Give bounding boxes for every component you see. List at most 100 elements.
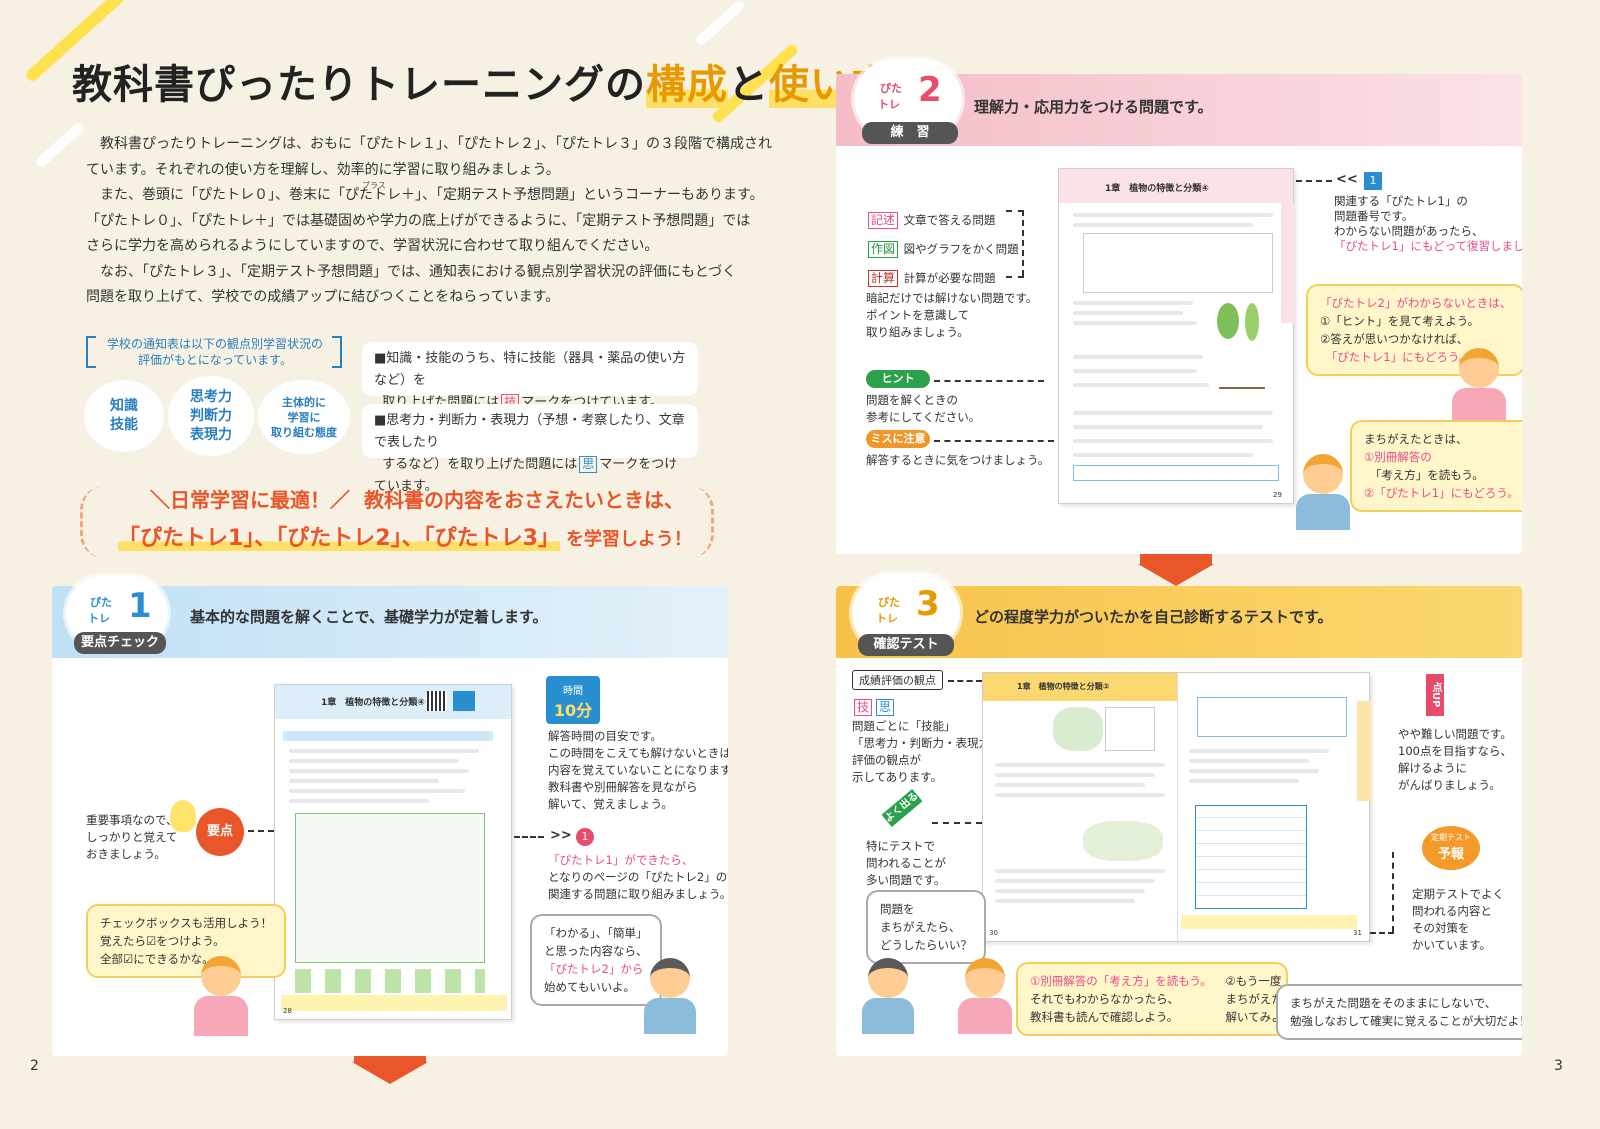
time-box: 時間 10分 [546,676,600,724]
badge-number: 2 [918,70,942,110]
down-arrow-bar [1140,554,1212,564]
panel-header-text: どの程度学力がついたかを自己診断するテストです。 [974,608,1333,626]
key-points-strip [281,995,507,1011]
student-girl-icon [958,958,1012,1034]
point-up-description: やや難しい問題です。100点を目指すなら、解けるようにがんばりましょう。 [1398,727,1512,792]
question-bubble: 問題をまちがえたら、どうしたらいい？ [866,890,986,964]
advice-bubble: まちがえた問題をそのままにしないで、勉強しなおして確実に覚えることが大切だよ！ [1276,984,1522,1040]
page-number-right: 3 [1554,1058,1563,1074]
memo-description: 暗記だけでは解けない問題です。ポイントを意識して取り組みましょう。 [866,291,1038,339]
leaf-illustration [1245,303,1259,341]
skill-tag: 技 [854,699,873,716]
banner-line1: ＼日常学習に最適！／教科書の内容をおさえたいときは、 [150,488,684,512]
eval-label: 成績評価の観点 [852,670,943,690]
panel-header-text: 理解力・応用力をつける問題です。 [974,98,1213,116]
problem-type-list: 記述 文章で答える問題 作図 図やグラフをかく問題 計算 計算が必要な問題 [866,206,1019,293]
miss-label: ミスに注意 [866,430,930,448]
student-boy-icon [862,958,914,1034]
link-description: 「ぴたトレ1」ができたら、となりのページの「ぴたトレ2」の関連する問題に取り組み… [548,853,728,901]
time-label: 時間 [563,686,583,697]
prediction-strip [1181,915,1357,929]
key-description: 重要事項なので、しっかりと覚えておきましょう。 [86,813,178,861]
sample-side-tab [1281,203,1295,323]
start-tip: 「わかる」、「簡単」と思った内容なら、「ぴたトレ2」から始めてもいいよ。 [530,914,662,1006]
leaf-illustration [1217,303,1239,339]
miss-description: 解答するときに気をつけましょう。 [866,453,1050,467]
teacher-icon [1452,348,1506,424]
hint-description: 問題を解くときの参考にしてください。 [866,393,981,424]
badge-number: 1 [128,586,152,626]
eval-description: 問題ごとに「技能」「思考力・判断力・表現力」の評価の観点が示してあります。 [852,719,1013,784]
frequent-description: 特にテストで問われることが多い問題です。 [866,839,946,887]
hint-label: ヒント [866,370,930,388]
prediction-badge-label: 予報 [1437,847,1464,862]
link-arrow: >> [550,828,572,843]
ref-description: 関連する「ぴたトレ1」の問題番号です。わからない問題があったら、「ぴたトレ1」に… [1334,194,1522,253]
eval-tags: 技思 [852,696,896,716]
thinking-tag: 思 [579,456,598,473]
thinking-mark-note: ■思考力・判断力・表現力（予想・考察したり、文章で表したり するなど）を取り上げ… [362,404,698,494]
badge-subtitle: 確認テスト [858,634,954,656]
badge-subtitle: 練 習 [862,122,958,144]
prediction-badge-top: 定期テスト [1431,833,1471,842]
bracket-left [86,336,96,368]
sample-page-number: 28 [283,1007,292,1015]
sample-spread: 1章 植物の特徴と分類② 30 31 [982,672,1371,943]
link-number: 1 [576,828,594,846]
plant-illustration [1053,707,1103,751]
white-stripe-decoration [694,0,746,47]
page-number-left: 2 [30,1058,39,1074]
student-boy-icon [1296,454,1350,530]
root-illustration [1105,707,1155,751]
plant-illustrations [295,969,485,993]
pitatore1-panel: 基本的な問題を解くことで、基礎学力が定着します。 1章 植物の特徴と分類④ 28… [52,586,728,1056]
sample-page-number: 30 [989,929,998,937]
ref-arrow: << [1336,172,1358,187]
student-boy-icon [644,958,696,1034]
spread-divider [1177,673,1178,943]
circle-knowledge-skill: 知識技能 [84,380,164,452]
wrong-tip: まちがえたときは、①別冊解答の 「考え方」を読もう。②「ぴたトレ1」にもどろう。 [1350,420,1522,512]
sample-page: 1章 植物の特徴と分類④ 28 [274,684,512,1020]
tree-diagram [1197,697,1347,737]
answer-bubble: ①別冊解答の「考え方」を読もう。それでもわからなかったら、教科書も読んで確認しよ… [1016,962,1317,1036]
intro-text: 教科書ぴったりトレーニングは、おもに「ぴたトレ１」、「ぴたトレ２」、「ぴたトレ３… [86,136,772,305]
sample-page-title: 1章 植物の特徴と分類④ [321,698,425,708]
down-arrow [352,1062,428,1084]
prediction-badge: 定期テスト 予報 [1422,826,1480,870]
sample-head-left [983,673,1177,701]
ref-number: 1 [1364,172,1382,190]
pitatore2-panel: 理解力・応用力をつける問題です。 記述 文章で答える問題 作図 図やグラフをかく… [836,74,1522,554]
page-title: 教科書ぴったりトレーニングの構成と使い方 [72,62,892,108]
circle-thinking: 思考力判断力表現力 [168,376,254,456]
tree-diagram [1083,233,1273,293]
badge-top: ぴた [880,82,902,95]
key-point-badge: 要点 [196,808,244,856]
badge-subtitle: 要点チェック [74,632,166,654]
bracket-right [332,336,342,368]
thinking-tag: 思 [876,699,895,716]
sample-page: 1章 植物の特徴と分類④ 29 [1058,168,1295,504]
circle-attitude: 主体的に学習に取り組む態度 [258,380,350,454]
pitatore3-panel: どの程度学力がついたかを自己診断するテストです。 成績評価の観点 技思 問題ごと… [836,586,1522,1056]
prediction-description: 定期テストでよく問われる内容とその対策をかいています。 [1412,887,1504,952]
time-description: 解答時間の目安です。この時間をこえても解けないときは、内容を覚えていないことにな… [548,729,728,811]
down-arrow-bar [354,1056,426,1062]
white-stripe-decoration [34,121,86,169]
lightbulb-character-icon [170,800,196,832]
banner-paren-right [690,486,714,558]
sample-time-box [453,691,475,711]
checkbox-tip: チェックボックスも活用しよう！覚えたら☑をつけよう。全部☑にできるかな。 [86,904,287,978]
student-girl-icon [194,956,248,1036]
badge-bottom: トレ [88,612,110,625]
time-value: 10分 [553,701,593,720]
diagram-box [295,813,485,963]
badge-bottom: トレ [878,98,900,111]
sample-side-tab [1357,701,1371,801]
skill-mark-note: ■知識・技能のうち、特に技能（器具・薬品の使い方など）を 取り上げた問題には技マ… [362,342,698,411]
hard-tip: 「ぴたトレ2」がわからないときは、①「ヒント」を見て考えよう。②答えが思いつかな… [1306,284,1522,376]
badge-top: ぴた [90,596,112,609]
badge-top: ぴた [878,596,900,609]
frequent-badge: よく出る [881,789,923,827]
badge-bottom: トレ [876,612,898,625]
